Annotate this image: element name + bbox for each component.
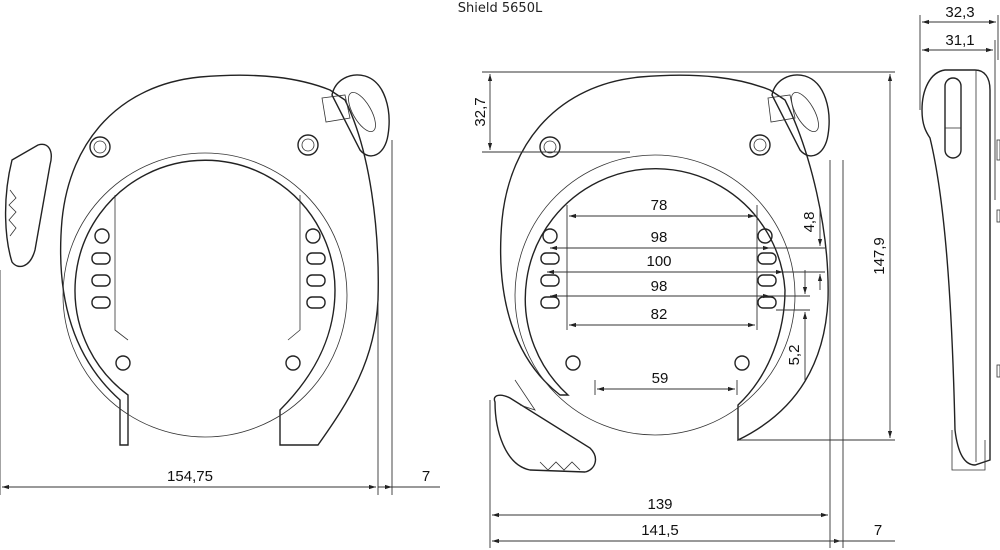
side-view-lock — [921, 69, 1000, 471]
side-view-dimensions: 32,3 31,1 — [919, 4, 999, 200]
inner-width-label: 82 — [651, 306, 668, 323]
gap-label-top: 4,8 — [801, 212, 818, 233]
front-offset-label: 7 — [422, 468, 430, 485]
gap-label-bottom: 5,2 — [786, 345, 803, 366]
front-view-dimensions: 154,75 7 — [0, 140, 440, 495]
front-view-lock — [4, 74, 390, 446]
opening-label: 59 — [652, 370, 669, 387]
height-label: 147,9 — [871, 237, 888, 275]
inner-width-label: 100 — [646, 253, 671, 270]
main-offset-label: 7 — [874, 522, 882, 539]
side-body-depth-label: 31,1 — [945, 32, 974, 49]
inner-width-label: 78 — [651, 197, 668, 214]
inner-width-label: 98 — [651, 278, 668, 295]
width-label: 139 — [647, 496, 672, 513]
side-depth-label: 32,3 — [945, 4, 974, 21]
main-view-dimensions: 32,7 147,9 78 98 100 98 82 4,8 5,2 59 13… — [472, 71, 895, 548]
main-view-lock — [493, 74, 830, 473]
top-offset-label: 32,7 — [472, 97, 489, 126]
inner-width-label: 98 — [651, 229, 668, 246]
drawing-title: Shield 5650L — [457, 1, 543, 16]
overall-width-label: 141,5 — [641, 522, 679, 539]
front-width-label: 154,75 — [167, 468, 213, 485]
